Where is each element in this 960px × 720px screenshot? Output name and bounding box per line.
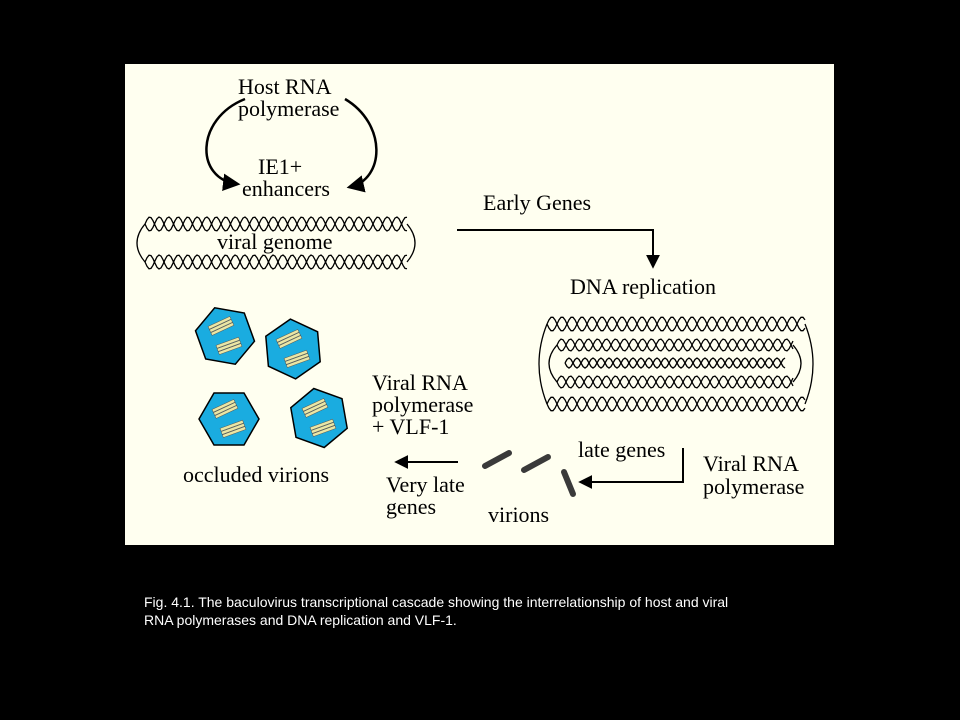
virion-rod-in-polyhedron xyxy=(219,419,244,432)
figure-caption: Fig. 4.1. The baculovirus transcriptiona… xyxy=(144,593,834,629)
replication-loop-inner-end-right xyxy=(792,344,802,383)
polyhedron-2 xyxy=(265,318,321,380)
viral-genome-strand-b xyxy=(144,216,408,232)
polyhedron-1 xyxy=(194,306,256,366)
host-rna-polymerase-label-2: polymerase xyxy=(238,96,339,121)
early-genes-label: Early Genes xyxy=(483,190,591,215)
polyhedron-shell xyxy=(265,318,321,380)
virion-rod-in-polyhedron xyxy=(211,399,236,413)
virion-rod-in-polyhedron xyxy=(209,319,233,333)
replication-core-b xyxy=(564,357,786,369)
viral-rna-polymerase-vlf-label-2: polymerase xyxy=(372,392,473,417)
replication-loop-outer-strand-c xyxy=(546,396,806,412)
replication-loop-inner-strand-c xyxy=(556,375,794,389)
viral-genome-label: viral genome xyxy=(217,229,332,254)
replicating-dna-loops xyxy=(538,316,814,412)
occluded-virions-label: occluded virions xyxy=(183,462,329,487)
virion-rod-in-polyhedron xyxy=(214,405,239,419)
cycle-arrow-right xyxy=(344,97,378,193)
virion-rod-in-polyhedron xyxy=(312,425,337,437)
polyhedron-4 xyxy=(289,387,349,449)
occlusion-bodies xyxy=(194,306,349,449)
replication-loop-inner-strand-b xyxy=(556,338,794,352)
replication-loop-outer-strand-a xyxy=(546,316,806,332)
ie1-enhancers-label-1: IE1+ xyxy=(258,154,302,179)
viral-rna-polymerase-vlf-label-3: + VLF-1 xyxy=(372,414,449,439)
virion-rod-in-polyhedron xyxy=(304,404,329,418)
cascade-diagram: Host RNA polymerase IE1+ enhancers viral… xyxy=(136,74,814,527)
virion-rod xyxy=(482,450,512,469)
virion-rod-in-polyhedron xyxy=(301,398,326,412)
caption-line-1: Fig. 4.1. The baculovirus transcriptiona… xyxy=(144,594,729,610)
polyhedron-shell xyxy=(194,306,256,366)
very-late-genes-label-2: genes xyxy=(386,494,436,519)
virion-rods xyxy=(482,450,576,497)
virion-rod-in-polyhedron xyxy=(283,349,308,362)
very-late-genes-label-1: Very late xyxy=(386,472,465,497)
replication-core-a xyxy=(564,357,786,369)
viral-genome-end-left xyxy=(136,223,146,263)
virion-rod-in-polyhedron xyxy=(215,336,240,349)
polyhedron-shell xyxy=(198,392,260,446)
virion-rod xyxy=(521,454,551,473)
polyhedron-3 xyxy=(198,392,260,446)
viral-rna-polymerase-label-2: polymerase xyxy=(703,474,804,499)
early-genes-arrow xyxy=(457,229,660,269)
viral-genome-end-right xyxy=(406,223,416,263)
polyhedron-shell xyxy=(289,387,349,449)
virion-rod-in-polyhedron xyxy=(278,335,303,349)
virion-rod-in-polyhedron xyxy=(210,322,235,336)
replication-loop-inner-end-left xyxy=(548,344,558,383)
replication-loop-outer-strand-d xyxy=(546,396,806,412)
virion-rod-in-polyhedron xyxy=(207,316,232,330)
figure-panel: Host RNA polymerase IE1+ enhancers viral… xyxy=(125,64,834,545)
virion-rod-in-polyhedron xyxy=(213,402,237,416)
virion-rod-in-polyhedron xyxy=(216,340,242,352)
virion-rod-in-polyhedron xyxy=(303,401,327,415)
virion-rod-in-polyhedron xyxy=(275,329,300,343)
dna-replication-label: DNA replication xyxy=(570,274,716,299)
virion-rod-in-polyhedron xyxy=(284,353,310,365)
caption-line-2: RNA polymerases and DNA replication and … xyxy=(144,612,457,628)
host-rna-polymerase-label-1: Host RNA xyxy=(238,74,332,99)
virion-rod-in-polyhedron xyxy=(309,418,334,431)
virion-rod-in-polyhedron xyxy=(220,423,246,435)
virions-label: virions xyxy=(488,502,549,527)
virion-rod-in-polyhedron xyxy=(286,356,311,368)
late-genes-arrow xyxy=(578,448,684,489)
viral-rna-polymerase-vlf-label-1: Viral RNA xyxy=(372,370,468,395)
virion-rod-in-polyhedron xyxy=(277,332,301,346)
virion-rod-in-polyhedron xyxy=(222,426,247,438)
late-genes-label: late genes xyxy=(578,437,665,462)
replication-loop-outer-end-left xyxy=(538,323,548,405)
replication-loop-outer-strand-b xyxy=(546,316,806,332)
virion-rod-in-polyhedron xyxy=(310,422,336,434)
ie1-enhancers-label-2: enhancers xyxy=(242,176,330,201)
virion-rod-in-polyhedron xyxy=(218,343,243,355)
cycle-arrow-left xyxy=(205,97,246,192)
viral-genome-strand-d xyxy=(144,254,408,270)
virion-rod xyxy=(561,469,576,497)
replication-loop-outer-end-right xyxy=(804,323,814,405)
replication-loop-inner-strand-d xyxy=(556,375,794,389)
viral-rna-polymerase-label-1: Viral RNA xyxy=(703,451,799,476)
viral-genome-loop xyxy=(136,216,416,270)
replication-loop-inner-strand-a xyxy=(556,338,794,352)
